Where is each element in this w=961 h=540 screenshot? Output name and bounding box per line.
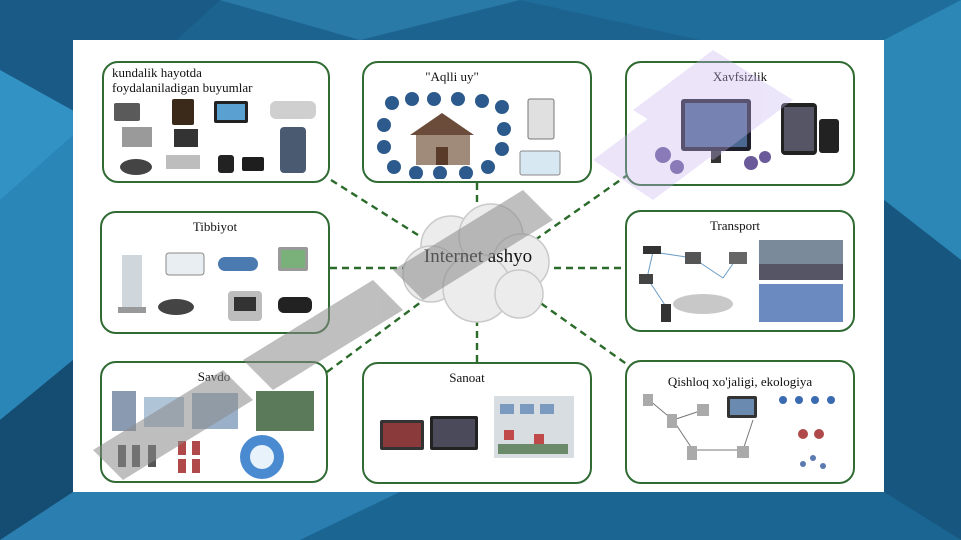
box-title: Transport — [709, 218, 761, 233]
industry-image — [380, 396, 574, 458]
box-title: Savdo — [197, 369, 231, 384]
box-medicine: Tibbiyot — [100, 211, 330, 334]
transport-network-image — [639, 240, 843, 322]
box-title: Xavfsizlik — [712, 69, 768, 84]
box-smart-home: "Aqlli uy" — [362, 61, 592, 183]
box-title: Qishloq xo'jaligi, ekologiya — [667, 374, 813, 389]
connector-savdo — [326, 301, 422, 373]
box-everyday-items: kundalik hayotda foydalaniladigan buyuml… — [102, 61, 330, 183]
connector-qishloq — [538, 301, 636, 371]
box-agriculture-ecology: Qishloq xo'jaligi, ekologiya — [625, 360, 855, 484]
agriculture-network-image — [643, 394, 835, 469]
box-title-line2: foydalaniladigan buyumlar — [112, 80, 253, 95]
box-title: Sanoat — [449, 370, 485, 385]
trade-image — [112, 391, 314, 479]
box-title: "Aqlli uy" — [425, 69, 479, 84]
box-title: Tibbiyot — [192, 219, 238, 234]
everyday-devices-image — [114, 99, 316, 175]
box-security: Xavfsizlik — [625, 61, 855, 186]
medical-devices-image — [118, 247, 312, 321]
security-devices-image — [655, 99, 839, 174]
smart-home-image — [377, 92, 561, 179]
box-trade: Savdo — [100, 361, 328, 483]
center-label: Internet ashyo — [423, 246, 533, 267]
diagram-panel: kundalik hayotda foydalaniladigan buyuml… — [73, 40, 884, 492]
box-industry: Sanoat — [362, 362, 592, 484]
box-transport: Transport — [625, 210, 855, 332]
box-title-line1: kundalik hayotda — [112, 65, 202, 80]
